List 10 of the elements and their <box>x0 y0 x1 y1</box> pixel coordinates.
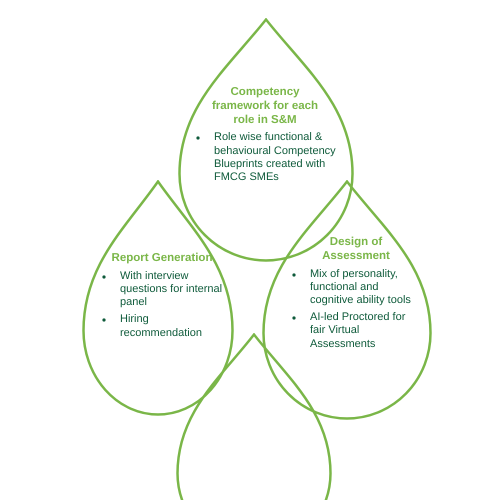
bullet-text: With interview questions for internal panel <box>120 270 224 310</box>
bullet-text: Role wise functional & behavioural Competency Blueprints created with FMCG SMEs <box>214 131 336 184</box>
bullet-text: Hiring recommendation <box>120 313 203 340</box>
heading: Design of Assessment <box>321 236 391 264</box>
bullet-text: AI-led Proctored for fair Virtual Assessments <box>310 311 406 351</box>
drop-shape <box>82 180 234 416</box>
heading: Competency framework for each role in S&M <box>210 86 320 128</box>
bullet-text: Mix of personality, functional and cognitive ability tools <box>310 268 412 308</box>
drop-shape <box>262 180 432 420</box>
heading: Report Generation <box>110 252 214 266</box>
